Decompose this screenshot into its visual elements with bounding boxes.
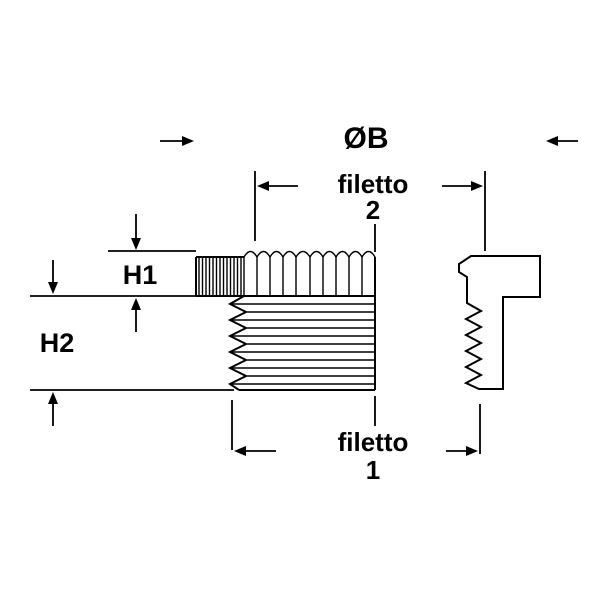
filetto-1-number: 1 xyxy=(366,455,380,485)
flange-knurl-scallops xyxy=(243,250,376,259)
dimension-h1: H1 xyxy=(30,214,197,332)
h1-label: H1 xyxy=(123,260,158,290)
diameter-b-right-arrowhead xyxy=(546,136,558,146)
body-outline xyxy=(239,296,376,391)
diameter-b-label: ØB xyxy=(344,122,389,155)
dimension-h2: H2 xyxy=(30,260,234,426)
filetto-2-number: 2 xyxy=(366,195,380,225)
side-profile-outline xyxy=(458,255,541,390)
filetto-1-left-arrowhead xyxy=(234,446,246,456)
filetto-2-left-arrowhead xyxy=(257,181,269,191)
body-thread-profile xyxy=(227,295,249,391)
dimension-filetto-1: filetto 1 xyxy=(231,396,481,485)
threaded-body xyxy=(227,295,376,391)
filetto-1-right-arrowhead xyxy=(466,446,478,456)
front-view xyxy=(195,250,376,391)
h1-bottom-arrowhead xyxy=(131,298,141,310)
filetto-2-label: filetto xyxy=(338,169,409,199)
h1-top-arrowhead xyxy=(131,238,141,250)
filetto-2-right-arrowhead xyxy=(471,181,483,191)
diameter-b-left-arrowhead xyxy=(182,136,194,146)
dimension-diameter-b: ØB xyxy=(160,122,578,155)
flange-knurl-grooves xyxy=(243,257,363,295)
knurled-flange xyxy=(195,250,376,297)
body-thread-lines xyxy=(231,303,374,385)
dimension-filetto-2: filetto 2 xyxy=(254,169,486,252)
h2-bottom-arrowhead xyxy=(48,392,58,404)
filetto-1-label: filetto xyxy=(338,427,409,457)
flange-hatch-lines xyxy=(198,257,242,295)
side-profile-view xyxy=(458,255,541,390)
h2-top-arrowhead xyxy=(48,282,58,294)
h2-label: H2 xyxy=(40,328,75,358)
